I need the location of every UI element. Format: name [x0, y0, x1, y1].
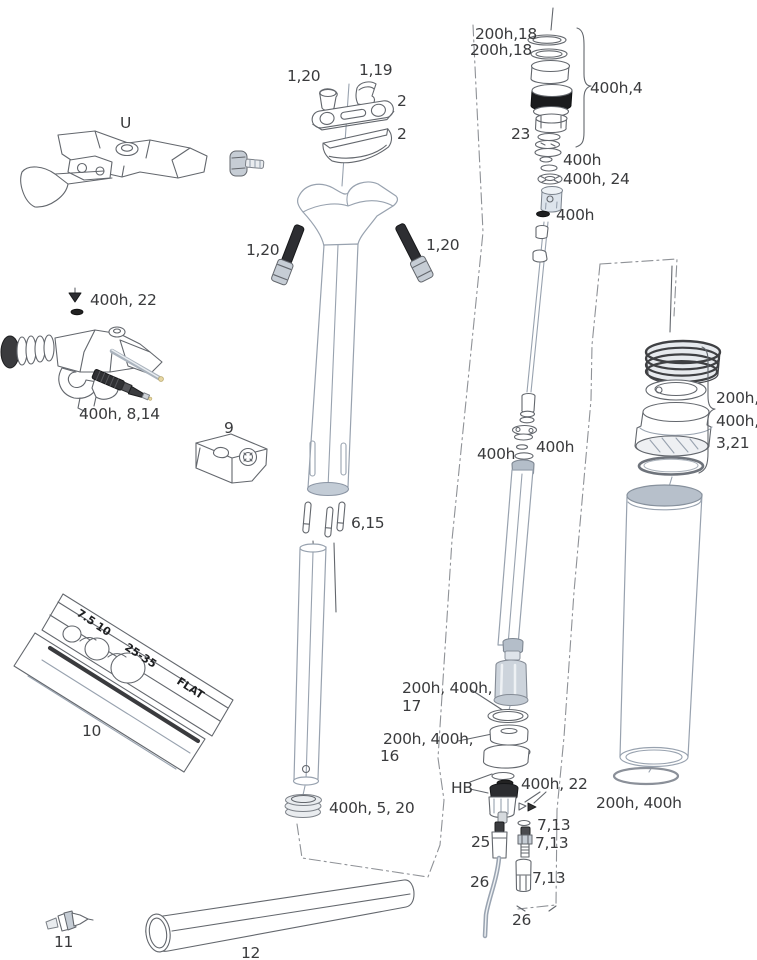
valve-parts-bottom	[515, 802, 537, 893]
seatpost-upper-tube	[297, 181, 399, 497]
part-label: 400h	[563, 151, 601, 169]
part-label: 200h,18	[470, 41, 532, 59]
part-label: 7,13	[532, 869, 565, 887]
clamp-bolt-right	[395, 223, 434, 283]
outer-lower-tube	[612, 476, 703, 786]
piston-assembly	[482, 637, 531, 824]
actuator-pins	[302, 501, 346, 538]
part-label: 400h, 24	[563, 170, 630, 188]
part-label: HB	[451, 779, 473, 797]
part-label: 200h,18	[475, 25, 537, 43]
part-label: 400h, 5, 20	[329, 799, 414, 817]
sealhead-stack	[527, 27, 592, 163]
part-label: 7,13	[537, 816, 570, 834]
part-label: 23	[511, 125, 530, 143]
part-label: 2	[397, 92, 407, 110]
part-label: 200h, 400h,	[383, 730, 473, 748]
part-label: 10	[82, 722, 101, 740]
clamp-bolt-left	[271, 224, 305, 286]
part-label: 9	[224, 419, 234, 437]
hose-barb-connector	[45, 910, 94, 932]
hose-tube	[145, 879, 415, 953]
part-label: U	[120, 114, 131, 132]
saddle-clamp-lower-plate	[322, 128, 393, 164]
part-label: 26	[470, 873, 489, 891]
part-label: 25	[471, 833, 490, 851]
part-label: 400h,	[716, 412, 757, 430]
part-label: 1,20	[287, 67, 320, 85]
part-label: 400h, 22	[90, 291, 157, 309]
lever-clamp-bolt	[229, 150, 265, 177]
part-label: 17	[402, 697, 421, 715]
hose-barb-fitting	[91, 369, 153, 401]
remote-hose-assembly	[0, 326, 164, 413]
part-label: 16	[380, 747, 399, 765]
seatpost-lower-tube	[284, 540, 337, 818]
part-label: 11	[54, 933, 73, 951]
part-label: 1,20	[426, 236, 459, 254]
part-label: 2	[397, 125, 407, 143]
part-label: 1,20	[246, 241, 279, 259]
ifp-valve-parts	[536, 164, 563, 218]
bleed-fitting-parts	[68, 287, 84, 316]
cable-clamp-block	[195, 433, 268, 484]
part-label: 1,19	[359, 61, 392, 79]
part-label: 200h,	[716, 389, 757, 407]
post-bottom-cap	[284, 794, 322, 818]
inner-shaft	[511, 221, 549, 460]
part-label: 12	[241, 944, 260, 960]
part-label: 400h, 8,14	[79, 405, 160, 423]
part-label: 200h, 400h	[596, 794, 682, 812]
part-label: 400h	[556, 206, 594, 224]
part-label: 3,21	[716, 434, 749, 452]
part-label: 7,13	[535, 834, 568, 852]
part-label: 400h,4	[590, 79, 642, 97]
collar-stack	[634, 339, 722, 476]
inner-tube	[497, 459, 535, 646]
part-label: 200h, 400h,	[402, 679, 492, 697]
part-label: 400h	[477, 445, 515, 463]
part-label: 6,15	[351, 514, 384, 532]
saddle-clamp-parts	[311, 81, 395, 164]
part-label: 400h	[536, 438, 574, 456]
part-label: 26	[512, 911, 531, 929]
part-label: 400h, 22	[521, 775, 588, 793]
saddle-clamp-upper-plate	[311, 100, 395, 131]
leader-lines	[341, 7, 673, 912]
service-boundary-lines	[296, 24, 678, 910]
connector-25	[482, 821, 508, 939]
remote-lever-assembly	[20, 130, 265, 208]
